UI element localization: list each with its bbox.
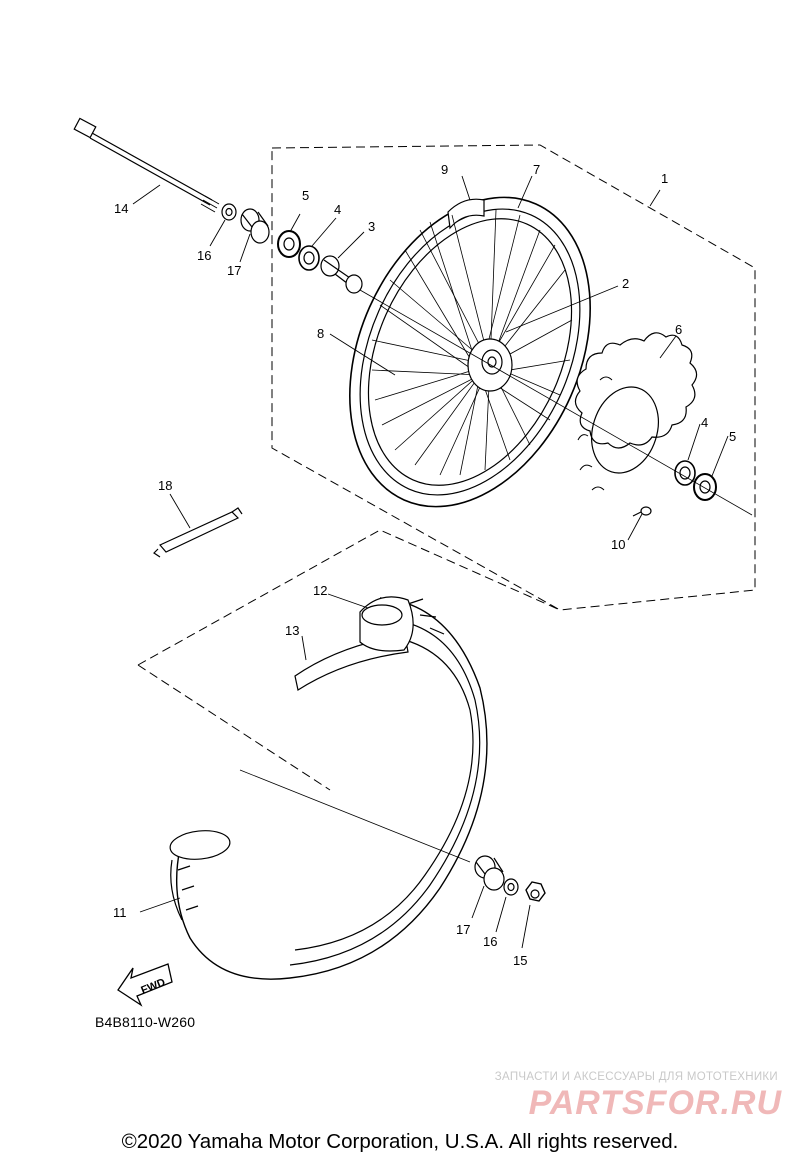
front-axle <box>73 117 220 213</box>
callout-2: 2 <box>622 276 629 291</box>
callout-4-left: 4 <box>334 202 341 217</box>
tire-assembly-outline <box>137 529 561 666</box>
inner-tube <box>359 596 414 652</box>
watermark-tagline: ЗАПЧАСТИ И АКСЕССУАРЫ ДЛЯ МОТОТЕХНИКИ <box>494 1071 778 1083</box>
bearing-left <box>298 245 320 271</box>
wheel-assembly-box <box>271 144 756 611</box>
front-wheel <box>349 196 591 508</box>
callout-5-right: 5 <box>729 429 736 444</box>
oil-seal-right <box>693 473 717 501</box>
callout-10: 10 <box>611 537 625 552</box>
copyright-notice: ©2020 Yamaha Motor Corporation, U.S.A. A… <box>121 1130 679 1153</box>
collar-left <box>240 208 270 244</box>
callout-8: 8 <box>317 326 324 341</box>
disc-bolt <box>632 506 652 517</box>
axle-nut <box>525 881 546 902</box>
callout-13: 13 <box>285 623 299 638</box>
callout-3: 3 <box>368 219 375 234</box>
spoke-wrench <box>153 507 243 558</box>
brake-disc <box>574 332 698 491</box>
callout-16-right: 16 <box>483 934 497 949</box>
callout-16-left: 16 <box>197 248 211 263</box>
collar-right <box>474 855 505 891</box>
bearing-right <box>674 460 696 486</box>
callout-1: 1 <box>661 171 668 186</box>
callout-17-left: 17 <box>227 263 241 278</box>
callout-4-right: 4 <box>701 415 708 430</box>
callout-15: 15 <box>513 953 527 968</box>
forward-arrow-icon <box>117 963 173 1007</box>
callout-7: 7 <box>533 162 540 177</box>
diagram-code: B4B8110-W260 <box>95 1014 196 1030</box>
callout-17-right: 17 <box>456 922 470 937</box>
washer-right <box>503 878 519 896</box>
axle-centerline <box>359 289 753 516</box>
oil-seal-left <box>277 230 301 258</box>
callout-9: 9 <box>441 162 448 177</box>
callout-18: 18 <box>158 478 172 493</box>
spacer <box>320 255 363 294</box>
watermark-logo: PARTSFOR.RU <box>528 1084 782 1122</box>
callout-12: 12 <box>313 583 327 598</box>
callout-5-left: 5 <box>302 188 309 203</box>
callout-6: 6 <box>675 322 682 337</box>
callout-14: 14 <box>114 201 128 216</box>
washer-left <box>221 203 237 221</box>
callout-11: 11 <box>113 905 127 920</box>
